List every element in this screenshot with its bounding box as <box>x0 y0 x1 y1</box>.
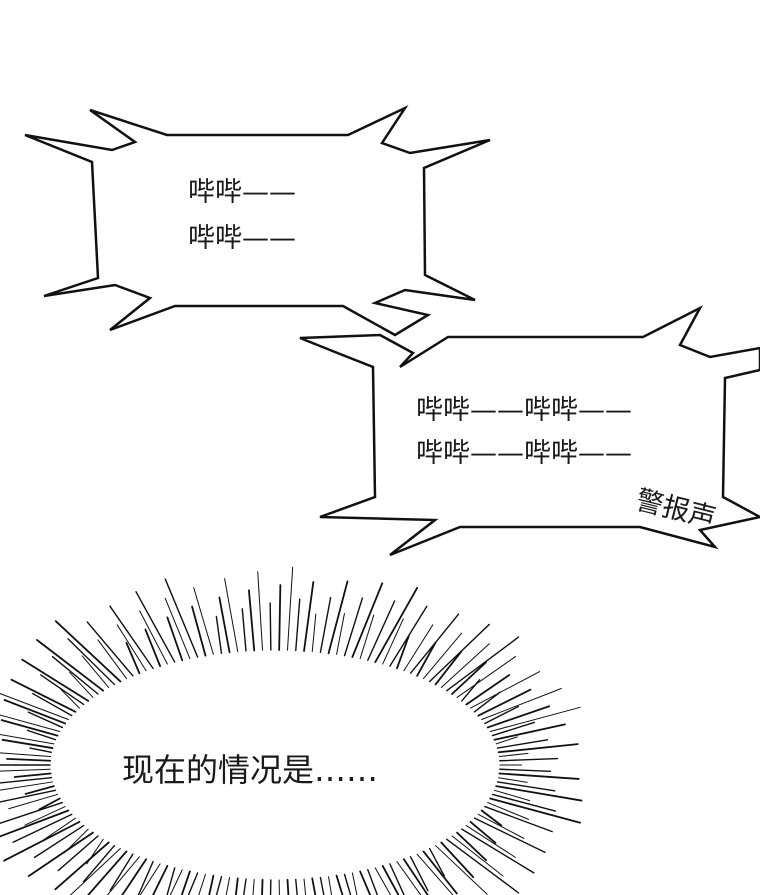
spiky-bubble-2 <box>299 305 760 557</box>
bubble2-line-1: 哔哔——哔哔—— <box>416 395 632 426</box>
bubble1-line-1: 哔哔—— <box>188 177 296 208</box>
bubble1-line-2: 哔哔—— <box>188 223 296 254</box>
burst-caption: 现在的情况是…… <box>122 751 379 789</box>
spiky-bubble-1 <box>24 104 491 337</box>
bubble2-line-2: 哔哔——哔哔—— <box>416 438 632 469</box>
